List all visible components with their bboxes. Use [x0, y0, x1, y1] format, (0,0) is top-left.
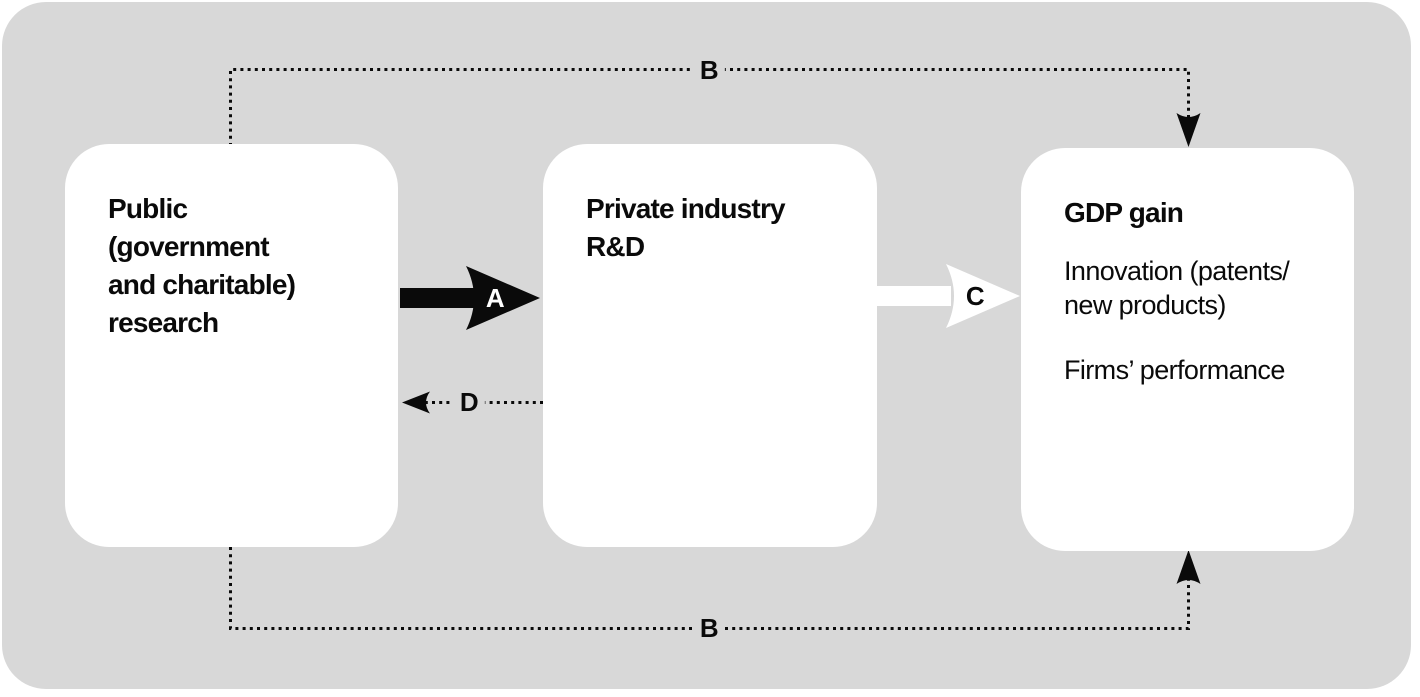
title-line: and charitable) — [108, 269, 296, 300]
title-line: Public — [108, 193, 188, 224]
node-private-industry-rd: Private industry R&D — [543, 144, 877, 547]
node-private-industry-rd-title: Private industry R&D — [586, 190, 847, 266]
title-line: research — [108, 307, 219, 338]
edge-a-label: A — [485, 283, 505, 313]
edge-b-top-label: B — [692, 54, 726, 86]
edge-c-label: C — [965, 281, 985, 311]
title-line: (government — [108, 231, 270, 262]
body-line: new products) — [1064, 290, 1226, 320]
title-line: R&D — [586, 231, 645, 262]
body-line: Innovation (patents/ — [1064, 256, 1290, 286]
body-line: Firms’ performance — [1064, 355, 1285, 385]
edge-b-bottom-label: B — [692, 612, 726, 644]
node-gdp-gain-title: GDP gain — [1064, 197, 1184, 228]
title-line: Private industry — [586, 193, 786, 224]
node-gdp-gain-body: Innovation (patents/ new products) Firms… — [1064, 254, 1324, 387]
edge-d-label: D — [452, 386, 486, 418]
node-gdp-gain: GDP gain Innovation (patents/ new produc… — [1021, 148, 1354, 551]
node-public-research-title: Public (government and charitable) resea… — [108, 190, 368, 342]
node-public-research: Public (government and charitable) resea… — [65, 144, 398, 547]
